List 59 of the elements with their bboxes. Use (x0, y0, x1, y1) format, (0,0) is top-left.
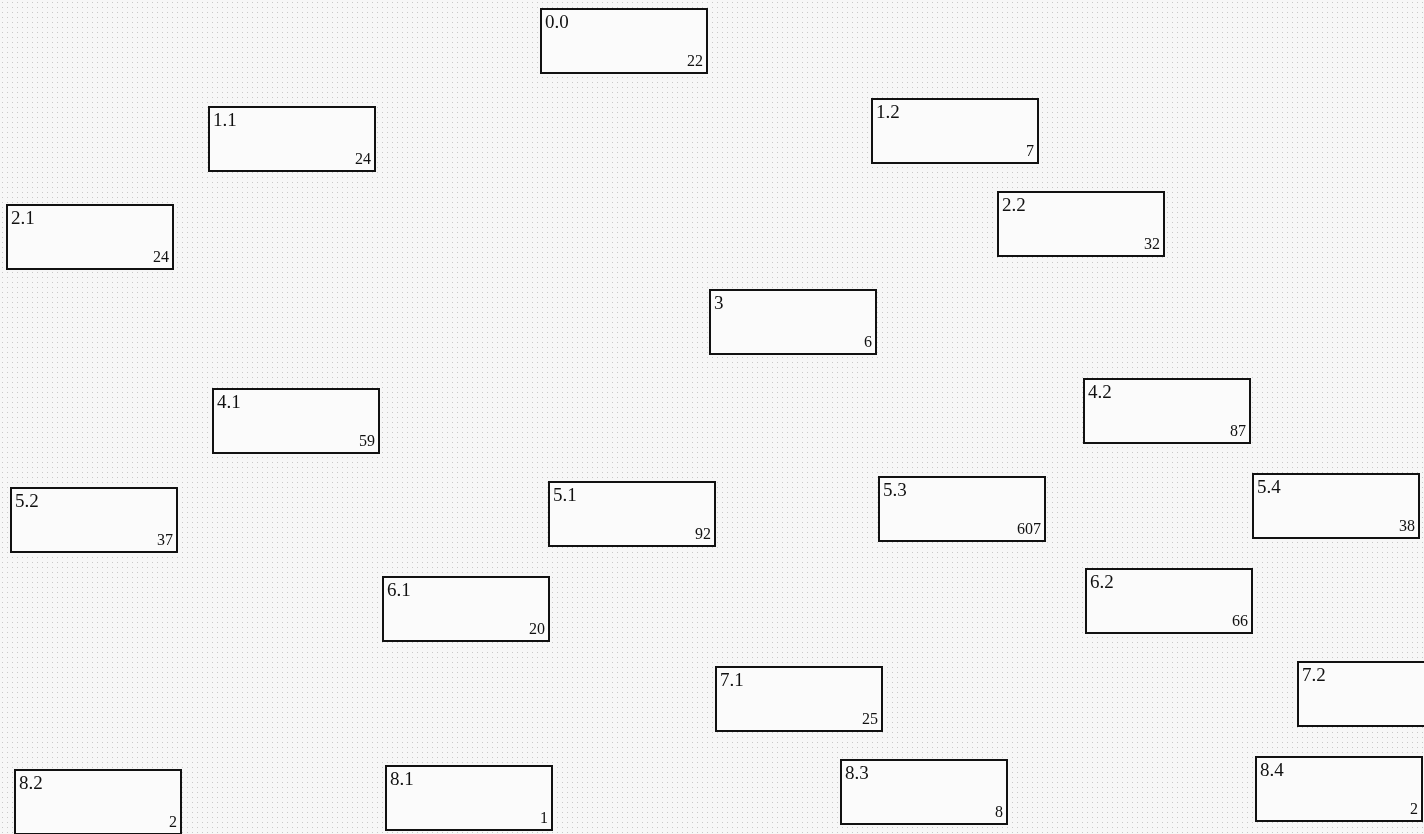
box-count: 6 (864, 334, 872, 350)
box-label: 5.4 (1257, 477, 1281, 496)
box-label: 2.1 (11, 208, 35, 227)
numbered-box (715, 666, 883, 732)
box-label: 8.3 (845, 763, 869, 782)
numbered-box (1083, 378, 1251, 444)
box-count: 1 (540, 810, 548, 826)
box-count: 22 (687, 53, 703, 69)
box-count: 66 (1232, 613, 1248, 629)
numbered-box (1255, 756, 1423, 822)
numbered-box (540, 8, 708, 74)
numbered-box (997, 191, 1165, 257)
box-label: 1.2 (876, 102, 900, 121)
numbered-box (1297, 661, 1424, 727)
box-count: 87 (1230, 423, 1246, 439)
box-count: 59 (359, 433, 375, 449)
numbered-box (840, 759, 1008, 825)
box-count: 8 (995, 804, 1003, 820)
box-label: 5.1 (553, 485, 577, 504)
box-label: 6.2 (1090, 572, 1114, 591)
box-count: 2 (1410, 801, 1418, 817)
box-count: 24 (153, 249, 169, 265)
box-count: 37 (157, 532, 173, 548)
box-count: 7 (1026, 143, 1034, 159)
box-label: 0.0 (545, 12, 569, 31)
box-label: 1.1 (213, 110, 237, 129)
box-label: 8.4 (1260, 760, 1284, 779)
box-count: 2 (169, 814, 177, 830)
box-count: 20 (529, 621, 545, 637)
box-count: 38 (1399, 518, 1415, 534)
box-count: 25 (862, 711, 878, 727)
box-label: 8.2 (19, 773, 43, 792)
box-count: 607 (1017, 521, 1041, 537)
numbered-box (385, 765, 553, 831)
box-label: 3 (714, 293, 724, 312)
box-label: 2.2 (1002, 195, 1026, 214)
box-label: 4.2 (1088, 382, 1112, 401)
box-label: 5.3 (883, 480, 907, 499)
numbered-box (1252, 473, 1420, 539)
box-count: 32 (1144, 236, 1160, 252)
box-label: 4.1 (217, 392, 241, 411)
box-count: 92 (695, 526, 711, 542)
box-label: 6.1 (387, 580, 411, 599)
numbered-box (1085, 568, 1253, 634)
numbered-box (212, 388, 380, 454)
numbered-box (10, 487, 178, 553)
box-count: 24 (355, 151, 371, 167)
box-label: 7.1 (720, 670, 744, 689)
numbered-box (6, 204, 174, 270)
box-label: 5.2 (15, 491, 39, 510)
box-label: 7.2 (1302, 665, 1326, 684)
numbered-box (548, 481, 716, 547)
numbered-box (878, 476, 1046, 542)
numbered-box (208, 106, 376, 172)
numbered-box (709, 289, 877, 355)
numbered-box (871, 98, 1039, 164)
box-label: 8.1 (390, 769, 414, 788)
numbered-box (14, 769, 182, 834)
numbered-box (382, 576, 550, 642)
